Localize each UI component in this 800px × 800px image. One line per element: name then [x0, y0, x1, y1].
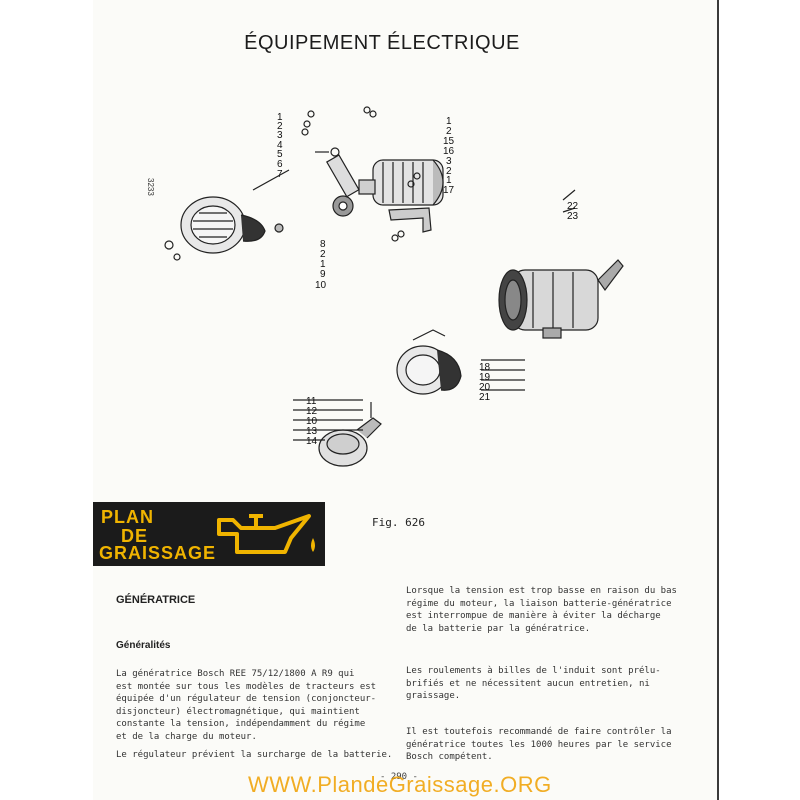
- callout: 3: [446, 156, 452, 167]
- callout: 10: [306, 416, 318, 427]
- callout: 5: [277, 149, 283, 160]
- page-number: - 290 -: [380, 772, 418, 782]
- callout: 2: [446, 166, 452, 177]
- page-title: ÉQUIPEMENT ÉLECTRIQUE: [244, 32, 520, 54]
- callout: 3: [277, 130, 283, 141]
- paragraph-left-1: La génératrice Bosch REE 75/12/1800 A R9…: [116, 669, 377, 742]
- callout: 18: [479, 362, 491, 373]
- paragraph-right-2: Les roulements à billes de l'induit sont…: [406, 666, 661, 701]
- callout: 1: [320, 259, 326, 270]
- callout: 1: [446, 116, 452, 127]
- hardware-top-right: [363, 106, 421, 242]
- section-heading-generalites: Généralités: [116, 640, 171, 651]
- callout: 9: [320, 269, 326, 280]
- callout: 22: [567, 201, 579, 212]
- generator-top: [326, 154, 444, 217]
- callout: 2: [277, 121, 283, 132]
- callout: 11: [306, 396, 317, 407]
- callout: 23: [567, 211, 579, 222]
- paragraph-right-1: Lorsque la tension est trop basse en rai…: [406, 586, 677, 634]
- callout: 14: [306, 436, 318, 447]
- plan-de-graissage-logo: PLAN DE GRAISSAGE: [93, 502, 325, 566]
- callout: 7: [277, 169, 283, 180]
- callout: 13: [306, 426, 318, 437]
- headlamp-lower: [396, 329, 462, 395]
- exploded-diagram: [164, 106, 624, 467]
- callout: 6: [277, 159, 283, 170]
- callout: 2: [320, 249, 326, 260]
- callout: 12: [306, 406, 318, 417]
- callout: 21: [479, 392, 491, 403]
- paragraph-left-2: Le régulateur prévient la surcharge de l…: [116, 750, 393, 760]
- figure-label: Fig. 626: [372, 516, 425, 529]
- callout: 10: [315, 280, 327, 291]
- hardware-top-left: [274, 110, 340, 233]
- horn-unit: [318, 402, 382, 467]
- callout: 19: [479, 372, 491, 383]
- callout: 20: [479, 382, 491, 393]
- logo-line-2: DE: [121, 526, 149, 546]
- section-heading-generatrice: GÉNÉRATRICE: [116, 594, 196, 606]
- callout: 2: [446, 126, 452, 137]
- callout: 1: [446, 175, 452, 186]
- figure-code: 3233: [146, 178, 155, 196]
- callout: 17: [443, 185, 455, 196]
- logo-line-3: GRAISSAGE: [99, 543, 217, 563]
- starter-motor: [498, 259, 624, 339]
- logo-line-1: PLAN: [101, 507, 154, 527]
- paragraph-right-3: Il est toutefois recommandé de faire con…: [406, 727, 672, 762]
- document-page: [93, 0, 719, 800]
- headlamp-left: [164, 196, 266, 261]
- callout: 1: [277, 112, 283, 123]
- oilcan-icon: [217, 514, 315, 554]
- callout: 15: [443, 136, 455, 147]
- watermark-url: WWW.PlandeGraissage.ORG: [248, 772, 552, 797]
- callout: 4: [277, 140, 283, 151]
- bracket-17: [388, 207, 432, 233]
- callout: 8: [320, 239, 326, 250]
- callout: 16: [443, 146, 455, 157]
